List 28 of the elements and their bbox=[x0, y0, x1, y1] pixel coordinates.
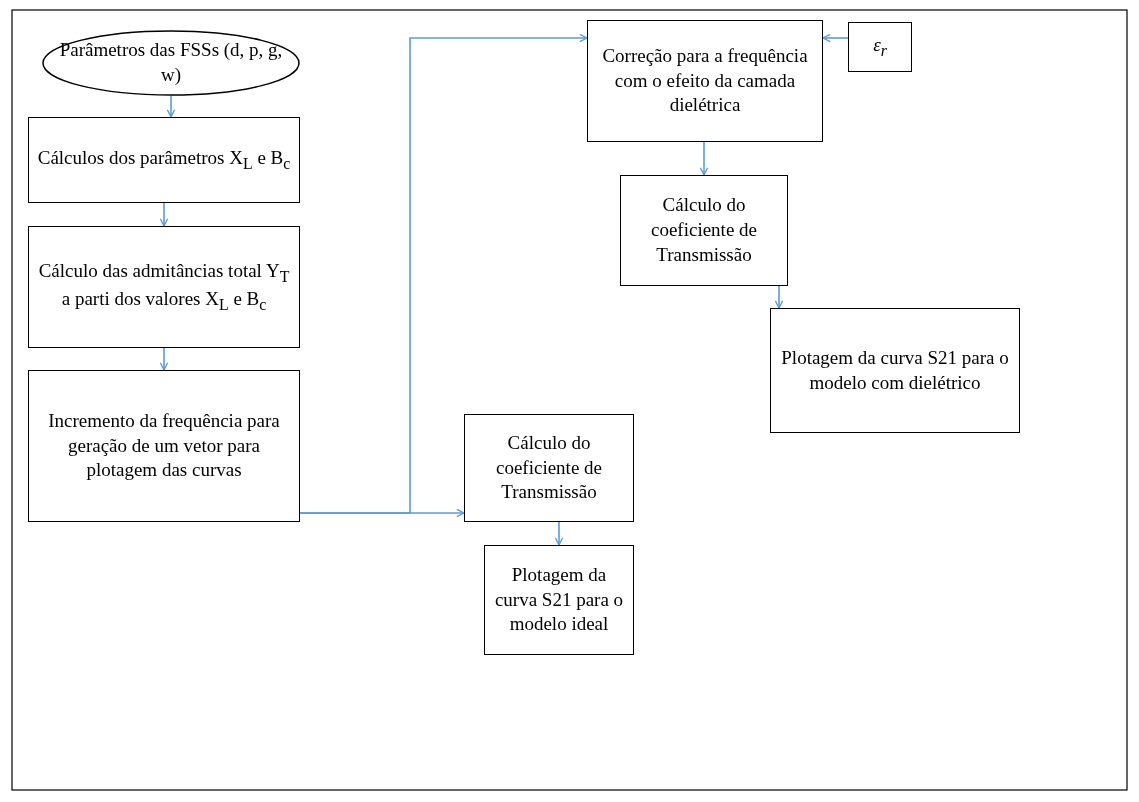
arrow bbox=[159, 347, 169, 371]
arrow bbox=[299, 33, 588, 514]
node-label: Correção para a frequência com o efeito da camada dielétrica bbox=[601, 43, 809, 118]
node-label: ε$_{r}$ bbox=[872, 32, 888, 61]
process-box bbox=[770, 308, 1020, 433]
arrow bbox=[774, 285, 784, 309]
process-box bbox=[587, 20, 823, 142]
process-box bbox=[620, 175, 788, 286]
process-box bbox=[464, 414, 634, 522]
node-label: Cálculo do coeficiente de Transmissão bbox=[495, 430, 603, 505]
node-label: Cálculo do coeficiente de Transmissão bbox=[650, 193, 758, 267]
node-label: Plotagem da curva S21 para o modelo ideal bbox=[493, 562, 625, 637]
process-box bbox=[28, 117, 300, 203]
arrow bbox=[159, 202, 169, 227]
process-box bbox=[28, 370, 300, 522]
node-label: Incremento da frequência para geração de um vetor para plotagem das curvas bbox=[47, 408, 281, 483]
node-label: Cálculos dos parâmetros X$_{L}$ e B$_{c}$ bbox=[36, 145, 292, 174]
node-label: Plotagem da curva S21 para o modelo com dielétrico bbox=[780, 345, 1010, 395]
arrow bbox=[699, 141, 709, 176]
process-box bbox=[28, 226, 300, 348]
arrow bbox=[822, 33, 849, 43]
node-label: Parâmetros das FSSs (d, p, g, w) bbox=[58, 38, 284, 87]
arrow bbox=[554, 521, 564, 546]
node-label: Cálculo das admitâncias total Y$_{T}$ a parti dos valores X$_{L}$ e B$_{c}$ bbox=[37, 258, 291, 315]
arrow bbox=[166, 95, 176, 118]
process-box bbox=[848, 22, 912, 72]
process-box bbox=[484, 545, 634, 655]
start-ellipse bbox=[42, 30, 300, 96]
